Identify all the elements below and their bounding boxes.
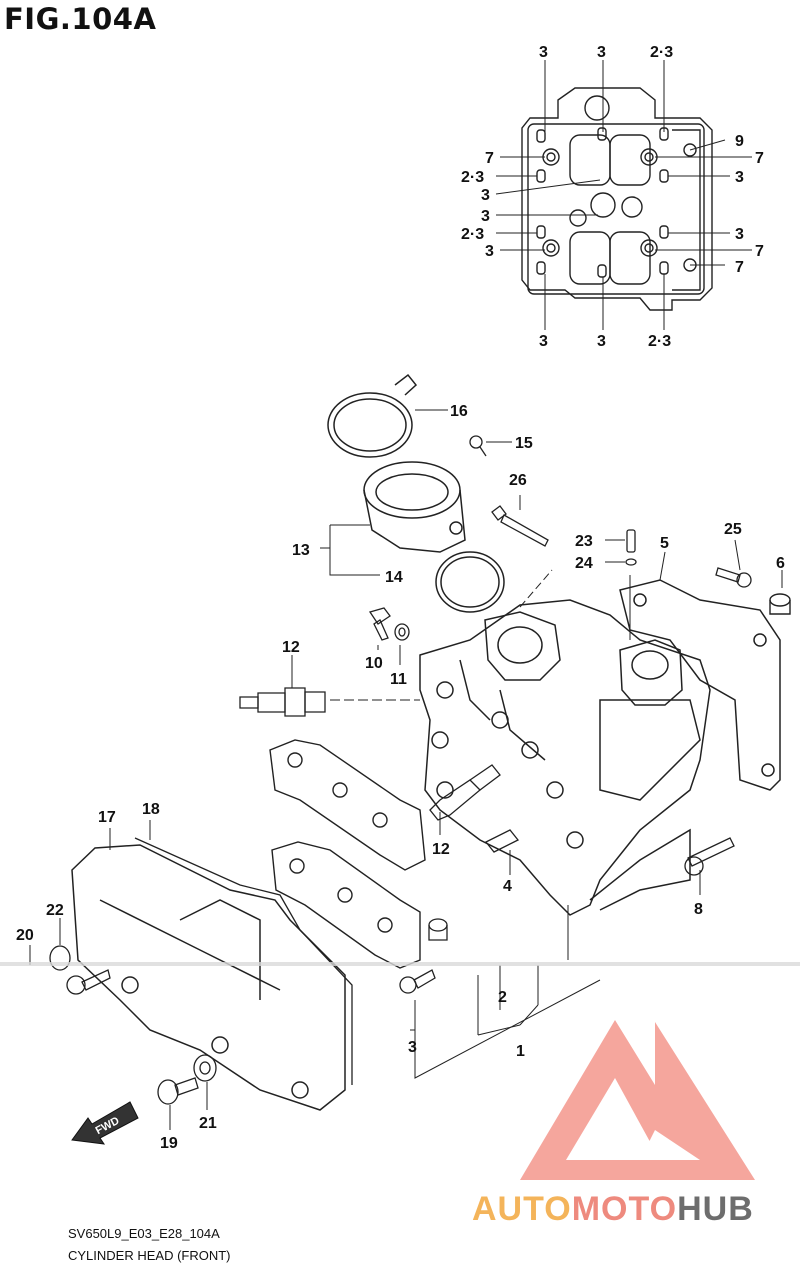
callout-10: 10 [365,655,383,672]
callout-25: 25 [724,521,742,538]
callout-20: 20 [16,927,34,944]
brand-part-auto: AUTO [472,1190,572,1228]
top-callout: 3 [735,169,744,186]
grommet-22 [49,945,71,971]
callout-18: 18 [142,801,160,818]
top-callout: 2·3 [461,226,484,243]
fwd-arrow: FWD [71,1101,139,1145]
top-callout: 7 [735,259,744,276]
screw-15 [469,435,487,457]
o-ring-14 [435,551,505,613]
callout-23: 23 [575,533,593,550]
cylinder-head-top-view [521,87,713,311]
brand-part-hub: HUB [677,1190,754,1228]
callout-6: 6 [776,555,785,572]
figure-caption: CYLINDER HEAD (FRONT) [68,1248,231,1263]
callout-17: 17 [98,809,116,826]
dowel-pin-6 [769,593,791,615]
callout-13: 13 [292,542,310,559]
top-callout: 7 [755,243,764,260]
spark-plug-12-lower [429,764,501,821]
bolt-10 [368,607,391,641]
top-callout: 3 [597,44,606,61]
top-callout: 3 [597,333,606,350]
callout-4: 4 [503,878,512,895]
callout-3-lower: 3 [408,1039,417,1056]
top-view-callout-labels: 3 3 2·3 9 7 7 2·3 3 3 3 3 2·3 3 7 7 9 3 … [461,44,764,350]
pin-4 [484,829,520,853]
intake-clamp-16 [327,373,418,458]
callout-24: 24 [575,555,593,572]
callout-22: 22 [46,902,64,919]
top-callout: 3 [735,226,744,243]
exploded-callout-labels: 16 15 26 13 14 23 24 5 25 6 12 10 11 12 … [16,403,785,1152]
top-callout: 2·3 [461,169,484,186]
camshaft-cap-lower [271,841,421,969]
bolt-8 [684,837,735,876]
gasket-5 [619,579,781,791]
intake-pipe-13 [363,461,466,553]
sensor-23 [625,529,637,566]
bolt-20 [66,969,111,995]
spark-plug-12 [239,687,326,717]
top-callout: 7 [755,150,764,167]
camshaft-cap-upper [269,739,426,871]
grommet-21 [193,1054,217,1082]
cover-gasket-18 [134,837,353,1085]
watermark-brand-text: AUTOMOTOHUB [472,1190,754,1229]
top-callout: 3 [539,333,548,350]
cylinder-head-body [419,599,711,916]
watermark-logo [520,1020,755,1180]
callout-15: 15 [515,435,533,452]
top-callout: 9 [735,133,744,150]
exploded-leader-lines [29,409,783,1130]
figure-code: SV650L9_E03_E28_104A [68,1226,220,1241]
top-callout: 3 [481,187,490,204]
callout-14: 14 [385,569,403,586]
top-view-leader-lines [495,60,752,330]
callout-2: 2 [498,989,507,1006]
callout-19: 19 [160,1135,178,1152]
top-callout: 3 [485,243,494,260]
top-callout: 7 [485,150,494,167]
bolt-25 [715,567,752,588]
callout-1: 1 [516,1043,525,1060]
callout-12-upper: 12 [282,639,300,656]
cylinder-head-cover-17 [71,844,346,1111]
callout-16: 16 [450,403,468,420]
callout-11: 11 [390,671,407,688]
washer-11 [394,623,410,641]
callout-21: 21 [199,1115,217,1132]
bolt-3-lower [399,969,436,994]
callout-26: 26 [509,472,527,489]
top-callout: 3 [481,208,490,225]
callout-12-lower: 12 [432,841,450,858]
top-callout: 2·3 [648,333,671,350]
figure-title: FIG.104A [4,2,157,36]
brand-part-moto: MOTO [571,1190,678,1228]
top-callout: 2·3 [650,44,673,61]
bolt-19 [157,1077,199,1105]
top-callout: 3 [539,44,548,61]
bolt-26 [491,505,549,547]
dowel-lower [428,918,448,941]
callout-5: 5 [660,535,669,552]
callout-8: 8 [694,901,703,918]
